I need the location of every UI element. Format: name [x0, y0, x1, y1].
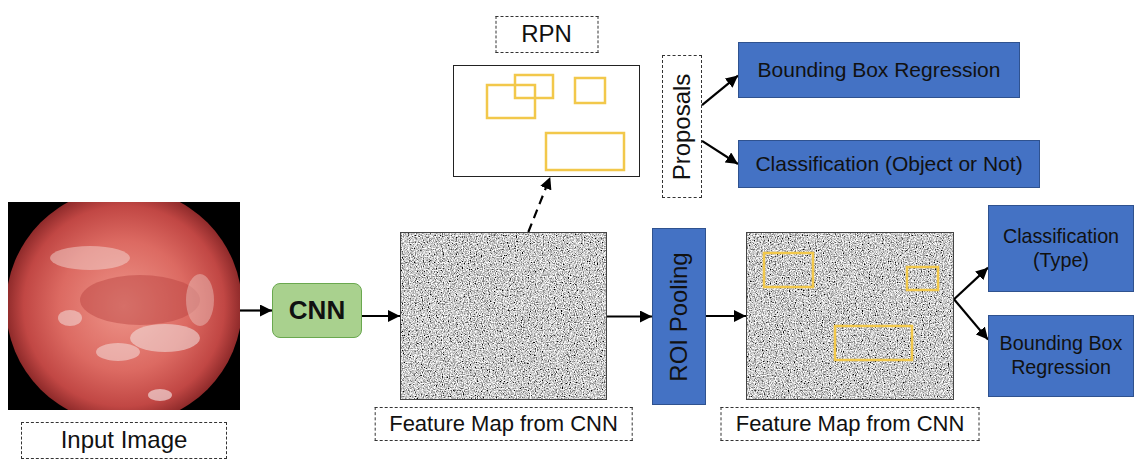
- cnn-box: CNN: [272, 283, 362, 338]
- roi-boxes: [764, 253, 938, 360]
- box-label: Bounding Box Regression: [997, 332, 1125, 379]
- feature-map-texture: [400, 232, 607, 400]
- proposals-box: Proposals: [662, 55, 702, 198]
- arrow-connector: [702, 76, 738, 105]
- box-label: Proposals: [668, 73, 697, 180]
- feature-map: Feature Map from CNN: [400, 232, 607, 400]
- arrow-connector: [607, 315, 652, 317]
- arrow-connector: [706, 315, 746, 317]
- box-label: CNN: [289, 295, 345, 326]
- process-box: Classification (Type): [988, 205, 1134, 292]
- arrow-connector: [954, 299, 988, 339]
- arrow-connector: [362, 315, 400, 317]
- process-box: Bounding Box Regression: [738, 42, 1020, 98]
- dashed-label: RPN: [495, 16, 598, 53]
- arrow-connector: [954, 268, 988, 300]
- endoscopy-photo: [6, 188, 242, 424]
- arrow-connector: [528, 177, 550, 232]
- dashed-label: Input Image: [21, 422, 227, 459]
- box-label: Bounding Box Regression: [758, 57, 1001, 82]
- feature-map-texture: [746, 232, 954, 400]
- box-label: ROI Pooling: [665, 252, 694, 381]
- dashed-label: Feature Map from CNN: [374, 407, 633, 441]
- arrow-connector: [702, 141, 738, 164]
- roi-pooling-box: ROI Pooling: [652, 228, 706, 405]
- dashed-label: Feature Map from CNN: [721, 407, 980, 441]
- rpn-panel: RPN: [453, 65, 640, 177]
- input-image: Input Image: [8, 202, 240, 410]
- box-label: Classification (Object or Not): [755, 151, 1022, 176]
- feature-map: Feature Map from CNN: [746, 232, 954, 400]
- process-box: Classification (Object or Not): [738, 140, 1040, 188]
- arrow-connector: [240, 309, 272, 311]
- process-box: Bounding Box Regression: [988, 315, 1134, 397]
- box-label: Classification (Type): [997, 225, 1125, 272]
- proposal-boxes: [487, 75, 624, 170]
